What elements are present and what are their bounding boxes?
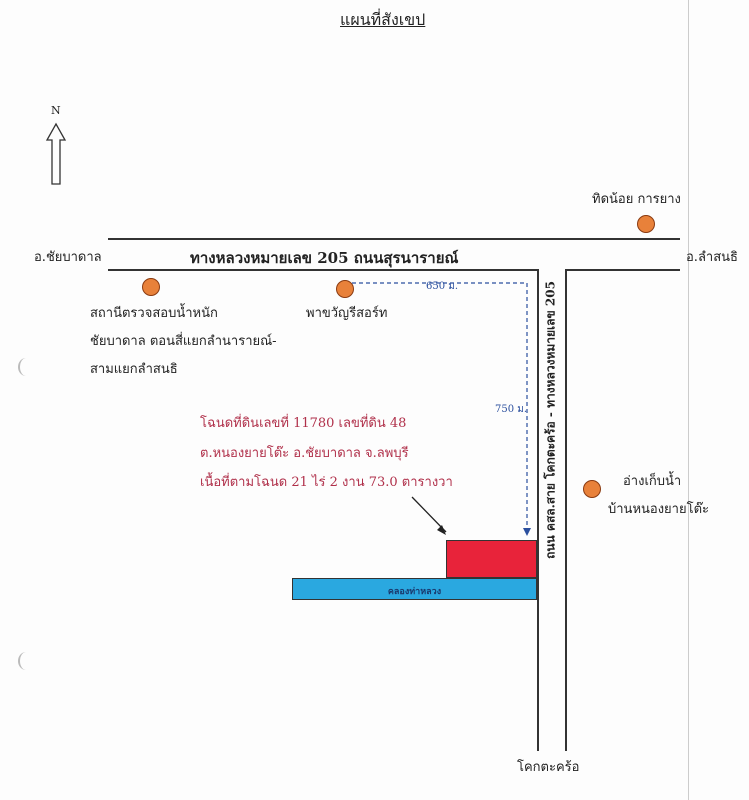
- highway-label: ทางหลวงหมายเลข 205 ถนนสุรนารายณ์: [190, 249, 459, 267]
- highway-south-edge-west: [108, 269, 538, 271]
- land-parcel: [446, 540, 537, 578]
- parcel-info-line2: ต.หนองยายโต๊ะ อ.ชัยบาดาล จ.ลพบุรี: [200, 446, 409, 461]
- scan-hole-bottom: [18, 652, 34, 670]
- west-label: อ.ชัยบาดาล: [34, 250, 102, 265]
- distance-v-arrowhead: [523, 528, 531, 536]
- east-label: อ.ลำสนธิ: [686, 250, 738, 265]
- distance-v-label: 750 ม.: [495, 404, 528, 415]
- landmark-tidnoi-label: ทิดน้อย การยาง: [592, 192, 681, 207]
- side-road-west-edge: [537, 269, 539, 751]
- landmark-tidnoi-marker: [637, 215, 655, 233]
- map-title: แผนที่สังเขป: [340, 10, 426, 29]
- scan-hole-top: [18, 358, 34, 376]
- landmark-reservoir-marker: [583, 480, 601, 498]
- parcel-pointer-arrow: [411, 496, 447, 533]
- canal-label: คลองท่าหลวง: [387, 587, 442, 597]
- parcel-pointer-arrowhead: [437, 525, 446, 535]
- reservoir-line1: อ่างเก็บน้ำ: [623, 474, 682, 489]
- south-label: โคกตะคร้อ: [517, 760, 580, 775]
- landmark-weigh-station-marker: [142, 278, 160, 296]
- parcel-info-line1: โฉนดที่ดินเลขที่ 11780 เลขที่ดิน 48: [200, 416, 407, 431]
- parcel-info-line3: เนื้อที่ตามโฉนด 21 ไร่ 2 งาน 73.0 ตารางว…: [200, 475, 453, 490]
- weigh-station-line2: ชัยบาดาล ตอนสี่แยกลำนารายณ์-: [90, 334, 277, 349]
- distance-h-label: 650 ม.: [426, 281, 459, 292]
- resort-label: พาขวัญรีสอร์ท: [306, 306, 388, 321]
- reservoir-line2: บ้านหนองยายโต๊ะ: [608, 502, 709, 517]
- highway-south-edge-east: [565, 269, 680, 271]
- landmark-resort-marker: [336, 280, 354, 298]
- weigh-station-line1: สถานีตรวจสอบน้ำหนัก: [90, 306, 218, 321]
- north-label: N: [51, 104, 61, 117]
- page-edge: [688, 0, 689, 800]
- north-arrow-icon: [45, 122, 67, 185]
- highway-north-edge: [108, 238, 680, 240]
- canal: คลองท่าหลวง: [292, 578, 537, 600]
- side-road-east-edge: [565, 269, 567, 751]
- weigh-station-line3: สามแยกลำสนธิ: [90, 362, 178, 377]
